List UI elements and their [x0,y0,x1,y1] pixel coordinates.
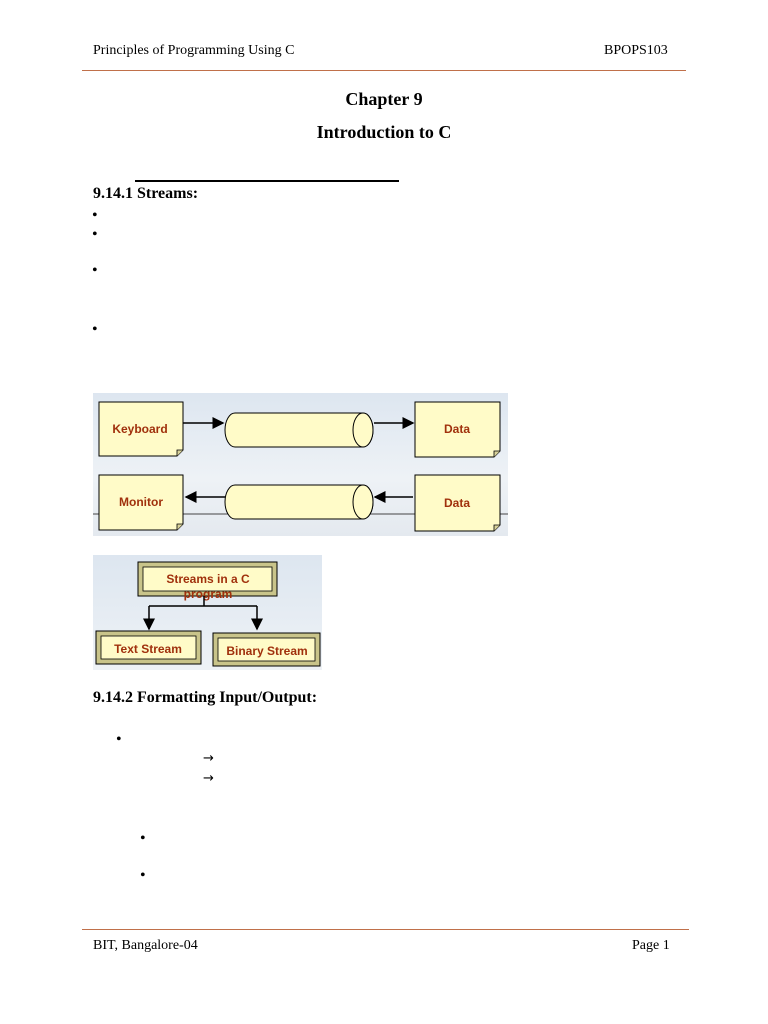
bullet-point: • [92,321,98,338]
streams-hierarchy-diagram: Streams in a C program Text Stream Binar… [93,555,322,670]
section-formatting-heading: 9.14.2 Formatting Input/Output: [93,689,318,706]
bullet-point: • [92,262,98,279]
title-underline [135,180,399,182]
stream-cylinder-bottom [224,484,374,520]
data-box-top: Data [414,401,501,458]
monitor-box: Monitor [98,474,184,531]
text-stream-label: Text Stream [114,642,182,656]
binary-stream-label: Binary Stream [226,644,307,658]
data-box-bottom: Data [414,474,501,532]
arrow-bullet-icon: → [203,751,214,766]
streams-root-label-line1: Streams in a C [166,572,250,586]
chapter-subtitle: Introduction to C [316,122,452,142]
chapter-title: Chapter 9 [345,89,423,109]
streams-root-label-line2: program [184,587,233,601]
bullet-point: • [92,207,98,224]
footer-rule [82,929,689,930]
monitor-label: Monitor [119,495,163,509]
data-label-top: Data [444,422,470,436]
header-left: Principles of Programming Using C [93,43,295,58]
header-rule [82,70,686,71]
text-stream-box: Text Stream [95,630,202,665]
streams-root-box: Streams in a C program [137,561,278,601]
section-streams-heading: 9.14.1 Streams: [93,185,199,202]
arrow-bullet-icon: → [203,771,214,786]
keyboard-box: Keyboard [98,401,184,457]
header-right: BPOPS103 [604,43,668,58]
bullet-point: • [116,731,122,748]
footer-left: BIT, Bangalore-04 [93,938,198,953]
bullet-point: • [140,830,146,847]
keyboard-label: Keyboard [112,422,167,436]
stream-cylinder-top [224,412,374,448]
binary-stream-box: Binary Stream [212,632,321,667]
data-label-bottom: Data [444,496,470,510]
footer-page-number: Page 1 [632,938,670,953]
bullet-point: • [92,226,98,243]
bullet-point: • [140,867,146,884]
stream-flow-diagram: Keyboard Monitor Data Data [93,393,508,536]
